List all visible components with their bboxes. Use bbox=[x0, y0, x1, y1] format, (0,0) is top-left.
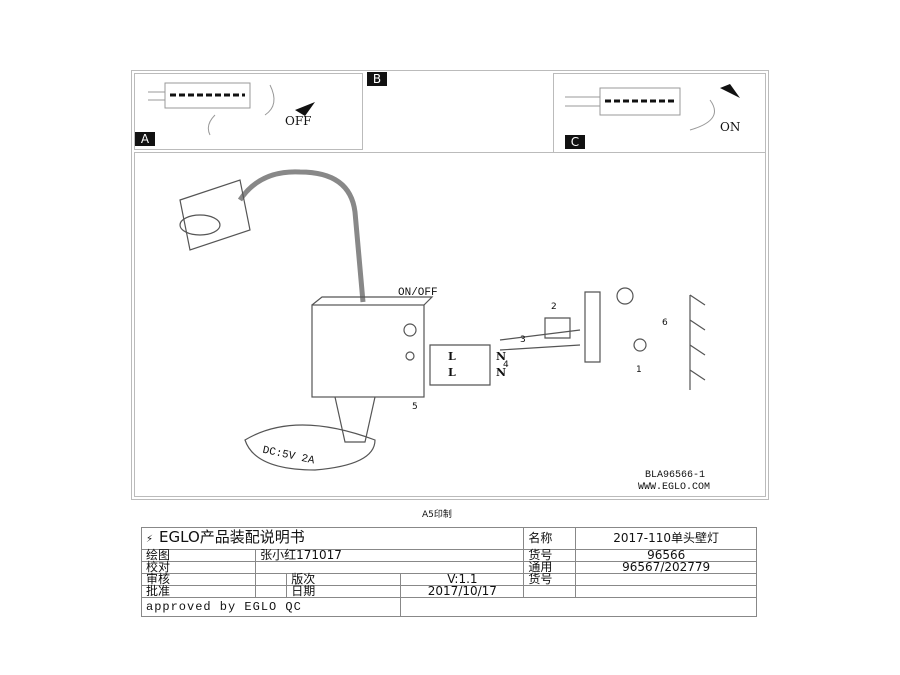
terminal-l1: L bbox=[448, 350, 456, 363]
terminal-l2: L bbox=[448, 366, 456, 379]
name-label: 名称 bbox=[523, 527, 577, 550]
website: WWW.EGLO.COM bbox=[638, 482, 711, 493]
on-label: ON bbox=[720, 120, 741, 134]
switch-label: ON/OFF bbox=[398, 287, 438, 299]
panel-a-label: A bbox=[135, 132, 155, 146]
callout-1: 1 bbox=[636, 365, 642, 375]
logo: ⚡ bbox=[146, 534, 154, 545]
name-value: 2017-110单头壁灯 bbox=[575, 527, 757, 550]
approved-note: approved by EGLO QC bbox=[140, 597, 402, 617]
panel-b-label: B bbox=[367, 72, 387, 86]
model-number: BLA96566-1 bbox=[645, 470, 706, 481]
check-label: 校对 bbox=[140, 561, 257, 574]
approve-label: 批准 bbox=[140, 585, 257, 598]
panel-a bbox=[134, 73, 363, 150]
switch-diagrams bbox=[148, 82, 740, 471]
callout-4: 4 bbox=[503, 360, 509, 370]
callout-6: 6 bbox=[662, 318, 668, 328]
terminal-n2: N bbox=[496, 366, 507, 379]
common-label: 通用 bbox=[523, 561, 577, 574]
drawing-value: 张小红171017 bbox=[255, 549, 525, 562]
common-label-2: 货号 bbox=[523, 573, 577, 586]
panel-main bbox=[134, 152, 766, 497]
print-note: A5印制 bbox=[422, 510, 452, 520]
drawing-frame bbox=[131, 70, 769, 500]
off-label: OFF bbox=[285, 114, 312, 128]
common-value: 96567/202779 bbox=[575, 561, 757, 574]
panel-c-label: C bbox=[565, 135, 585, 149]
date-value: 2017/10/17 bbox=[400, 585, 525, 598]
terminal-n1: N bbox=[496, 350, 507, 363]
date-label: 日期 bbox=[286, 585, 402, 598]
callout-5: 5 bbox=[412, 402, 418, 412]
version-label: 版次 bbox=[286, 573, 402, 586]
doc-title-text: EGLO产品装配说明书 bbox=[159, 528, 305, 546]
callout-3: 3 bbox=[520, 335, 526, 345]
doc-title: ⚡ EGLO产品装配说明书 bbox=[140, 527, 525, 550]
callout-2: 2 bbox=[551, 302, 557, 312]
